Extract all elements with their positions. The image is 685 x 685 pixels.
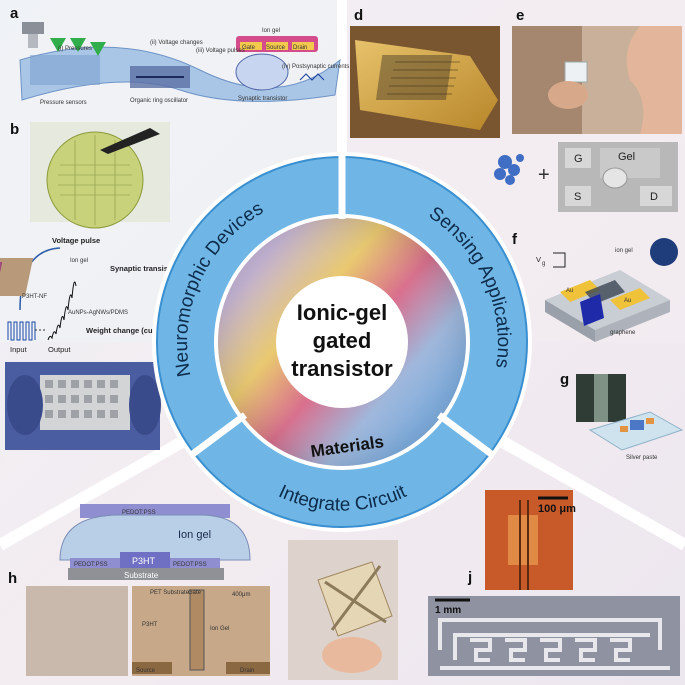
label-d: D: [650, 191, 658, 203]
label-vg: V: [536, 255, 541, 264]
label-pedot-right: PEDOT:PSS: [173, 562, 207, 568]
substrate-h: [68, 568, 224, 580]
label-gate: Gate: [242, 45, 256, 51]
pressure-sensor-array: [22, 22, 106, 85]
device-g: [588, 411, 684, 451]
label-pet-substrate: PET Substrate: [150, 590, 190, 596]
photo-h-hand: [26, 586, 128, 676]
panel-d-letter: d: [354, 7, 363, 24]
label-pressures: (i) Pressures: [58, 46, 92, 52]
panel-d: d: [350, 7, 500, 138]
panel-b-letter: b: [10, 121, 19, 138]
device-stack: [0, 258, 34, 296]
label-weight-change: Weight change (current): [86, 326, 173, 335]
center-circle: [276, 276, 408, 408]
panel-e-letter: e: [516, 7, 524, 24]
label-gate-h: Gate: [188, 590, 202, 596]
tweezers: [100, 128, 160, 154]
panel-g-letter: g: [560, 371, 569, 388]
panel-i: i: [288, 540, 398, 680]
panel-e: e: [512, 7, 682, 134]
panel-j-letter: j: [467, 569, 472, 586]
label-au-left: Au: [566, 288, 573, 294]
substrate-f: [545, 270, 670, 330]
au-left: [560, 280, 600, 302]
panel-b: b: [10, 121, 170, 229]
gate-stripe: [580, 294, 604, 326]
plus-sign: +: [538, 164, 550, 186]
ring-oscillator: [130, 66, 190, 88]
label-scale-1mm: 1 mm: [435, 605, 461, 616]
panel-h-letter: h: [8, 570, 17, 587]
label-g: G: [574, 153, 583, 165]
label-pedot-left: PEDOT:PSS: [74, 562, 108, 568]
panel-f-letter: f: [512, 231, 518, 248]
label-voltage-changes: (ii) Voltage changes: [150, 40, 203, 46]
label-p3ht-h: P3HT: [142, 622, 158, 628]
input-pulses: [7, 321, 36, 341]
label-pedot-top: PEDOT:PSS: [122, 510, 156, 516]
gel-sensor-patch: [564, 61, 588, 83]
label-p3ht: P3HT: [132, 556, 156, 566]
label-substrate: Substrate: [124, 571, 159, 580]
protein-icon: [494, 154, 524, 185]
label-aunps: AuNPs-AgNWs/PDMS: [68, 310, 128, 316]
title-line-3: transistor: [291, 356, 393, 381]
output-trace: [47, 281, 77, 341]
label-drain: Drain: [293, 45, 307, 51]
label-voltage-pulses: (iii) Voltage pulses: [196, 48, 245, 54]
label-source: Source: [266, 45, 286, 51]
label-synaptic-transistor-c: Synaptic transistor: [110, 264, 178, 273]
panel-a-letter: a: [10, 5, 19, 22]
title-line-1: Ionic-gel: [297, 300, 387, 325]
label-scale-h: 400μm: [232, 592, 250, 598]
label-source-h: Source: [136, 668, 156, 674]
label-drain-h: Drain: [240, 668, 254, 674]
ion-gel-dome: [59, 514, 251, 561]
label-s: S: [574, 191, 581, 203]
label-postsynaptic: (iv) Postsynaptic currents: [282, 64, 349, 70]
panel-j: 100 μm j 1 mm: [428, 490, 680, 676]
label-voltage-pulse: Voltage pulse: [52, 236, 100, 245]
label-ring-oscillator: Organic ring oscillator: [130, 98, 188, 104]
title-line-2: gated: [313, 328, 372, 353]
panel-f: f V g ion gel Au Au graphene: [512, 231, 678, 342]
label-graphene: graphene: [610, 330, 636, 336]
label-au-right: Au: [624, 298, 631, 304]
panel-g: g Silver paste: [560, 371, 684, 461]
label-ion-gel-h: Ion gel: [178, 529, 211, 541]
central-wheel: Ionic-gel gated transistor Materials Neu…: [152, 152, 532, 532]
label-ion-gel: Ion gel: [262, 28, 280, 34]
label-gel: Gel: [618, 151, 635, 163]
label-ion-gel-c: Ion gel: [70, 258, 88, 264]
label-vg-sub: g: [542, 261, 545, 267]
panel-h: h PEDOT:PSS Ion gel PEDOT:PSS P3HT PEDOT…: [8, 504, 270, 676]
panel-a: a (i) Pressures (ii) Voltage changes (ii…: [10, 5, 349, 106]
synaptic-transistor-diagram: [235, 36, 325, 91]
label-scale-100um: 100 μm: [538, 503, 576, 515]
biomolecule-sphere: [650, 238, 678, 266]
finger-i: [322, 637, 382, 673]
label-p3ht-nf: P3HT-NF: [22, 294, 47, 300]
au-right: [610, 288, 650, 310]
face: [626, 26, 682, 134]
label-pressure-sensors: Pressure sensors: [40, 100, 87, 106]
fingers: [548, 81, 588, 109]
label-silver-paste: Silver paste: [626, 455, 658, 461]
circuit-traces: [438, 618, 670, 670]
panel-sensor: + G Gel S D: [494, 142, 678, 212]
ring-spokes: [187, 152, 497, 459]
label-input: Input: [10, 345, 28, 354]
label-ion-gel-f: ion gel: [615, 248, 633, 254]
label-ion-gel-h2: Ion Gel: [210, 626, 229, 632]
label-synaptic-transistor: Synaptic transistor: [238, 96, 287, 102]
label-output: Output: [48, 345, 71, 354]
panel-c: c Voltage pulse Ion gel Synaptic transis…: [0, 236, 178, 450]
